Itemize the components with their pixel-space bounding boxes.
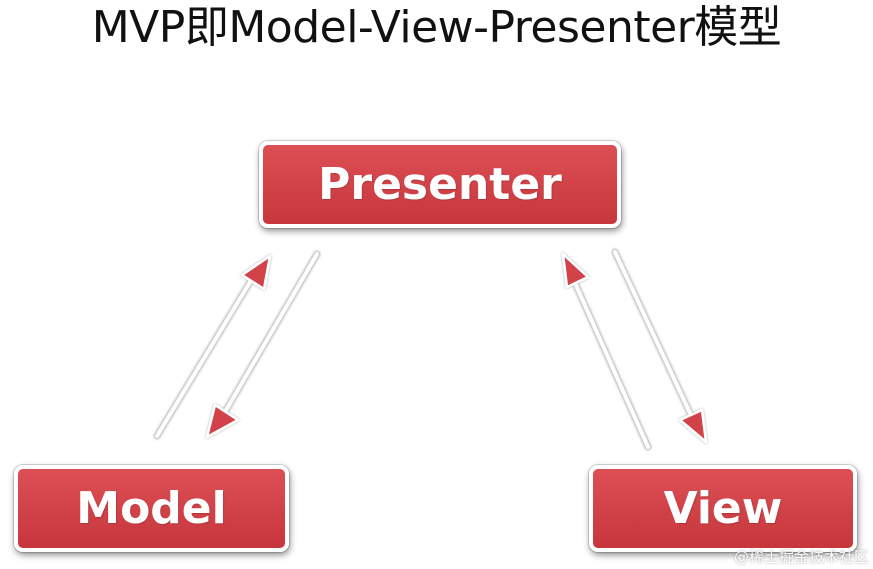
- view-label: View: [663, 483, 783, 534]
- arrowhead-up: [561, 252, 590, 289]
- watermark: @稀土掘金技术社区: [733, 548, 869, 566]
- arrowhead-up: [240, 254, 272, 291]
- arrow-presenter-to-model: [205, 251, 320, 439]
- arrow-view-to-presenter: [561, 252, 651, 450]
- presenter-label: Presenter: [318, 159, 562, 210]
- arrowhead-down: [205, 403, 240, 439]
- model-box: Model: [14, 465, 289, 552]
- presenter-box: Presenter: [259, 141, 621, 228]
- arrow-model-to-presenter: [154, 254, 272, 439]
- slide-title: MVP即Model-View-Presenter模型: [91, 2, 782, 53]
- model-label: Model: [76, 483, 227, 534]
- arrow-presenter-to-view: [612, 249, 708, 444]
- view-box: View: [589, 465, 857, 552]
- arrowhead-down: [678, 408, 708, 444]
